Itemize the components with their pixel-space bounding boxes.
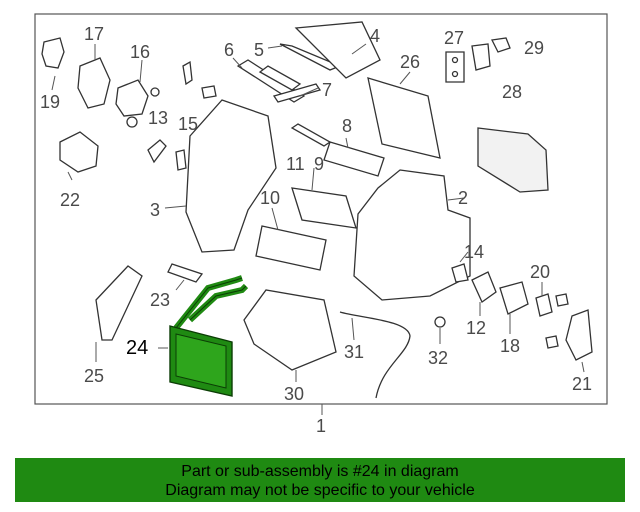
label-18: 18 (500, 336, 520, 356)
part-19-actuator[interactable] (41, 37, 65, 69)
label-2: 2 (458, 188, 468, 208)
part-9-case[interactable] (291, 187, 357, 229)
part-3-upper-case[interactable] (185, 99, 277, 253)
part-7-seal[interactable] (258, 65, 302, 91)
part-10-filter[interactable] (255, 225, 327, 271)
label-10: 10 (260, 188, 280, 208)
part-14-sensor[interactable] (451, 263, 469, 283)
part-13-arm[interactable] (147, 139, 167, 164)
part-20-screw[interactable] (535, 293, 553, 317)
label-15: 15 (178, 114, 198, 134)
label-30: 30 (284, 384, 304, 404)
label-27: 27 (444, 28, 464, 48)
part-29-clip[interactable] (491, 37, 511, 53)
label-23: 23 (150, 290, 170, 310)
label-24: 24 (126, 337, 148, 359)
part-2-lower-case[interactable] (353, 169, 471, 301)
label-13: 13 (148, 108, 168, 128)
part-27-hole-a (451, 56, 459, 64)
label-17: 17 (84, 24, 104, 44)
part-21-bracket[interactable] (565, 309, 593, 361)
part-28-seal[interactable] (471, 43, 491, 71)
part-8-seal[interactable] (323, 141, 385, 177)
label-7: 7 (322, 80, 332, 100)
part-15-clip[interactable] (201, 85, 217, 99)
part-31-drain-hose[interactable] (339, 311, 411, 399)
part-30-lower-housing[interactable] (243, 289, 337, 371)
part-22-motor[interactable] (59, 131, 99, 173)
part-16-seal (150, 87, 160, 97)
part-12-actuator[interactable] (471, 271, 497, 303)
part-27-hole-b (451, 70, 459, 78)
part-13-lever[interactable] (182, 60, 193, 86)
part-24-heater-core[interactable] (169, 275, 249, 397)
part-21-screw[interactable] (545, 335, 559, 349)
parts-diagram: 1 (34, 13, 608, 436)
info-banner: Part or sub-assembly is #24 in diagram D… (15, 458, 625, 502)
label-29: 29 (524, 38, 544, 58)
label-25: 25 (84, 366, 104, 386)
part-panel-right (477, 127, 549, 193)
banner-line-1: Part or sub-assembly is #24 in diagram (181, 463, 459, 480)
label-31: 31 (344, 342, 364, 362)
label-5: 5 (254, 40, 264, 60)
label-8: 8 (342, 116, 352, 136)
label-4: 4 (370, 26, 380, 46)
part-17-actuator[interactable] (77, 57, 111, 109)
label-22: 22 (60, 190, 80, 210)
label-26: 26 (400, 52, 420, 72)
label-14: 14 (464, 242, 484, 262)
part-15-pin[interactable] (175, 149, 187, 171)
part-11-sensor[interactable] (290, 123, 332, 147)
part-4-filter-cover[interactable] (294, 21, 381, 79)
part-26-evaporator[interactable] (367, 77, 441, 159)
assembly-label: 1 (316, 416, 326, 436)
part-20-screw-b[interactable] (555, 293, 569, 307)
label-6: 6 (224, 40, 234, 60)
diagram-frame (34, 13, 608, 405)
label-3: 3 (150, 200, 160, 220)
part-32-grommet[interactable] (434, 316, 446, 328)
part-23-bracket[interactable] (167, 263, 204, 283)
part-25-duct[interactable] (95, 265, 143, 341)
label-9: 9 (314, 154, 324, 174)
part-27-bracket[interactable] (445, 51, 465, 83)
label-28: 28 (502, 82, 522, 102)
label-12: 12 (466, 318, 486, 338)
label-32: 32 (428, 348, 448, 368)
label-11: 11 (286, 154, 305, 174)
label-21: 21 (572, 374, 592, 394)
banner-line-2: Diagram may not be specific to your vehi… (165, 482, 475, 499)
part-16-motor[interactable] (115, 79, 149, 117)
part-7-seal-b[interactable] (272, 83, 322, 103)
label-20: 20 (530, 262, 550, 282)
label-19: 19 (40, 92, 60, 112)
part-18-actuator[interactable] (499, 281, 529, 315)
label-16: 16 (130, 42, 150, 62)
part-16-ring (126, 116, 138, 128)
